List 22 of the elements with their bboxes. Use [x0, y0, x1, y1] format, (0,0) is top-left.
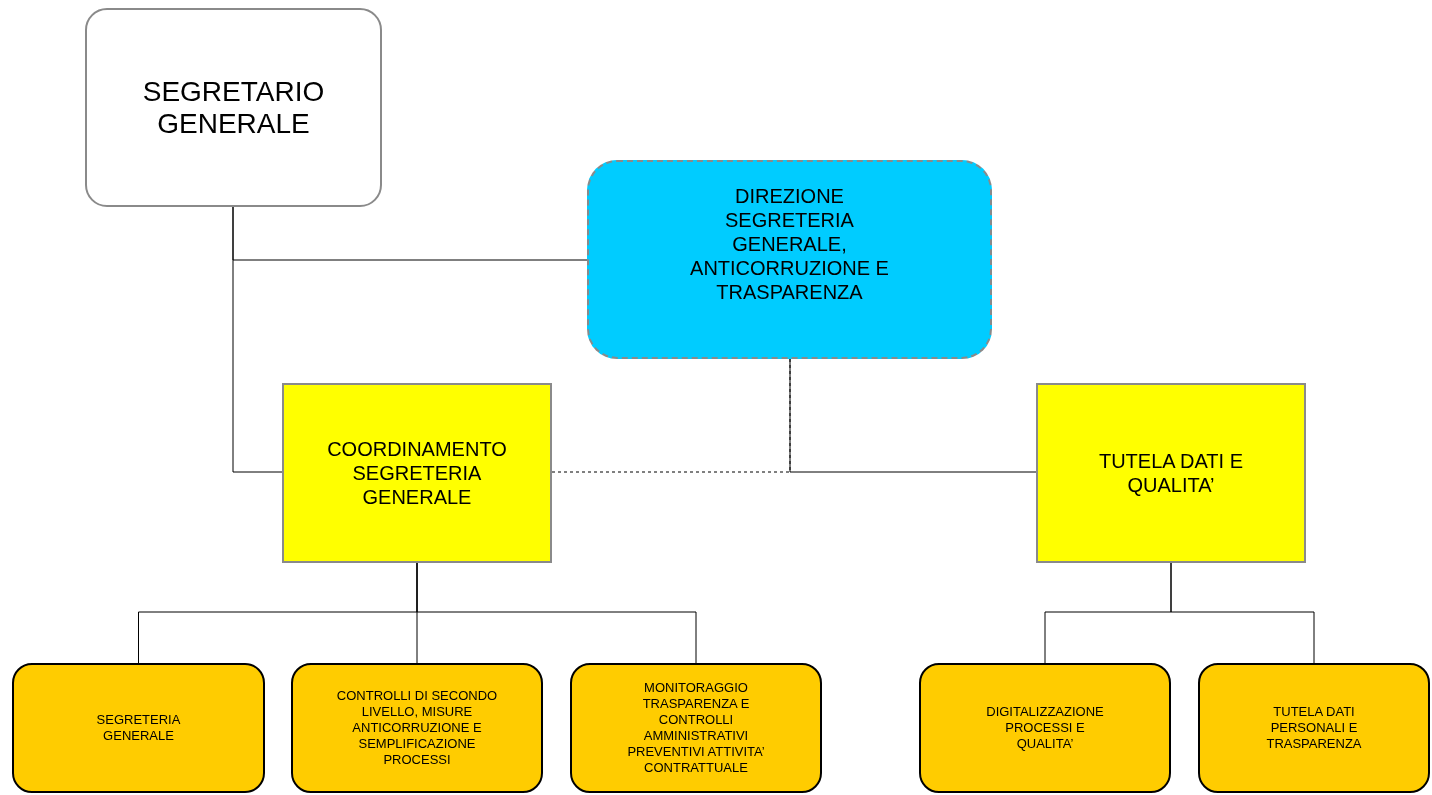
- org-box: [291, 663, 543, 793]
- box-label: COORDINAMENTO SEGRETERIA GENERALE: [326, 437, 508, 509]
- org-box: [282, 383, 552, 563]
- box-label: SEGRETERIA GENERALE: [95, 712, 182, 744]
- box-label: MONITORAGGIO TRASPARENZA E CONTROLLI AMMINISTRATIVI PREVENTIVI ATTIVITA’ CONTRATTUALE: [626, 680, 766, 776]
- connector-line: [416, 562, 697, 664]
- org-box: [85, 8, 382, 207]
- org-box: [1036, 383, 1306, 563]
- connector-line: [789, 358, 1037, 473]
- box-label: CONTROLLI DI SECONDO LIVELLO, MISURE ANTICORRUZIONE E SEMPLIFICAZIONE PROCESSI: [335, 688, 499, 768]
- org-box: [1198, 663, 1430, 793]
- box-label: DIGITALIZZAZIONE PROCESSI E QUALITA’: [985, 704, 1105, 752]
- box-label: SEGRETARIO GENERALE: [141, 75, 326, 140]
- org-box: [12, 663, 265, 793]
- org-box: [570, 663, 822, 793]
- box-label: TUTELA DATI PERSONALI E TRASPARENZA: [1265, 704, 1363, 752]
- box-label: DIREZIONE SEGRETERIA GENERALE, ANTICORRUZIONE E TRASPARENZA: [689, 183, 890, 304]
- connector-line: [232, 206, 283, 473]
- box-label: TUTELA DATI E QUALITA’: [1097, 449, 1245, 497]
- connector-line: [1170, 562, 1315, 664]
- org-box: [587, 160, 992, 359]
- org-box: [919, 663, 1171, 793]
